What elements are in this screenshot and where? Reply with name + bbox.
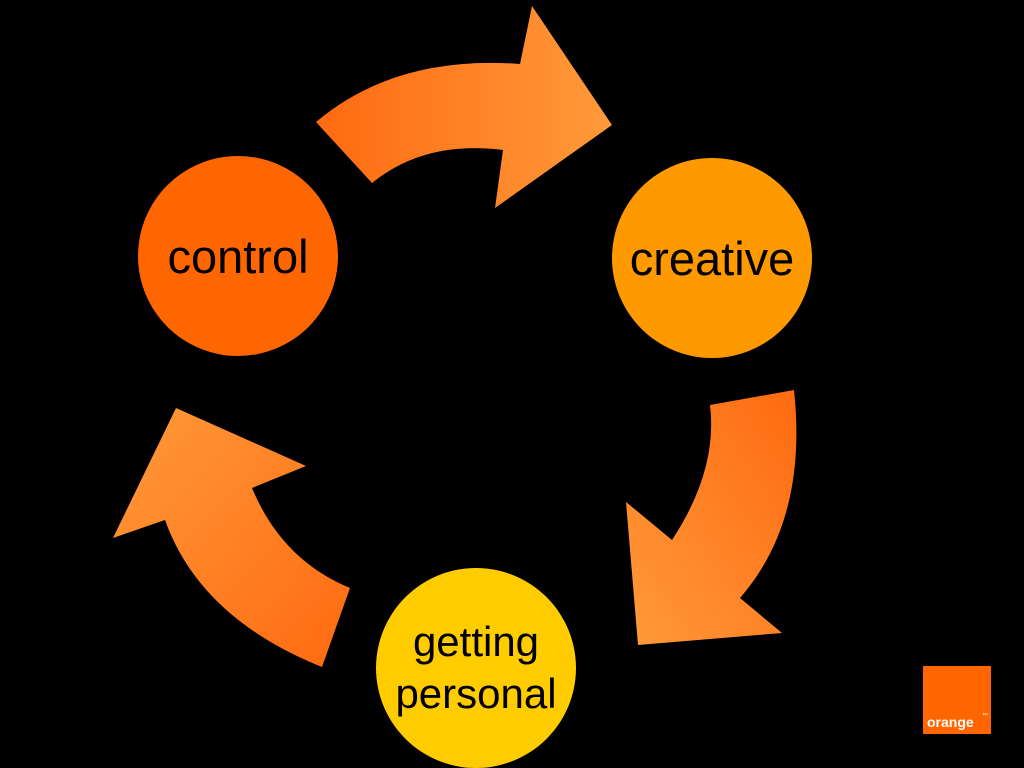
arrow-creative-to-personal [626, 390, 797, 645]
arrow-control-to-creative [316, 6, 612, 208]
node-creative-label: creative [629, 231, 795, 285]
node-personal-label-line2: personal [395, 670, 557, 717]
node-personal-label-line1: getting [412, 618, 540, 665]
arrow-personal-to-control [113, 408, 350, 667]
node-control: control [138, 156, 338, 356]
node-control-label: control [167, 229, 309, 283]
logo-text: orange [927, 714, 974, 730]
logo-trademark: ™ [982, 713, 988, 719]
orange-logo: orange ™ [923, 666, 991, 734]
node-creative: creative [612, 158, 812, 358]
node-getting-personal: getting personal [376, 568, 576, 768]
